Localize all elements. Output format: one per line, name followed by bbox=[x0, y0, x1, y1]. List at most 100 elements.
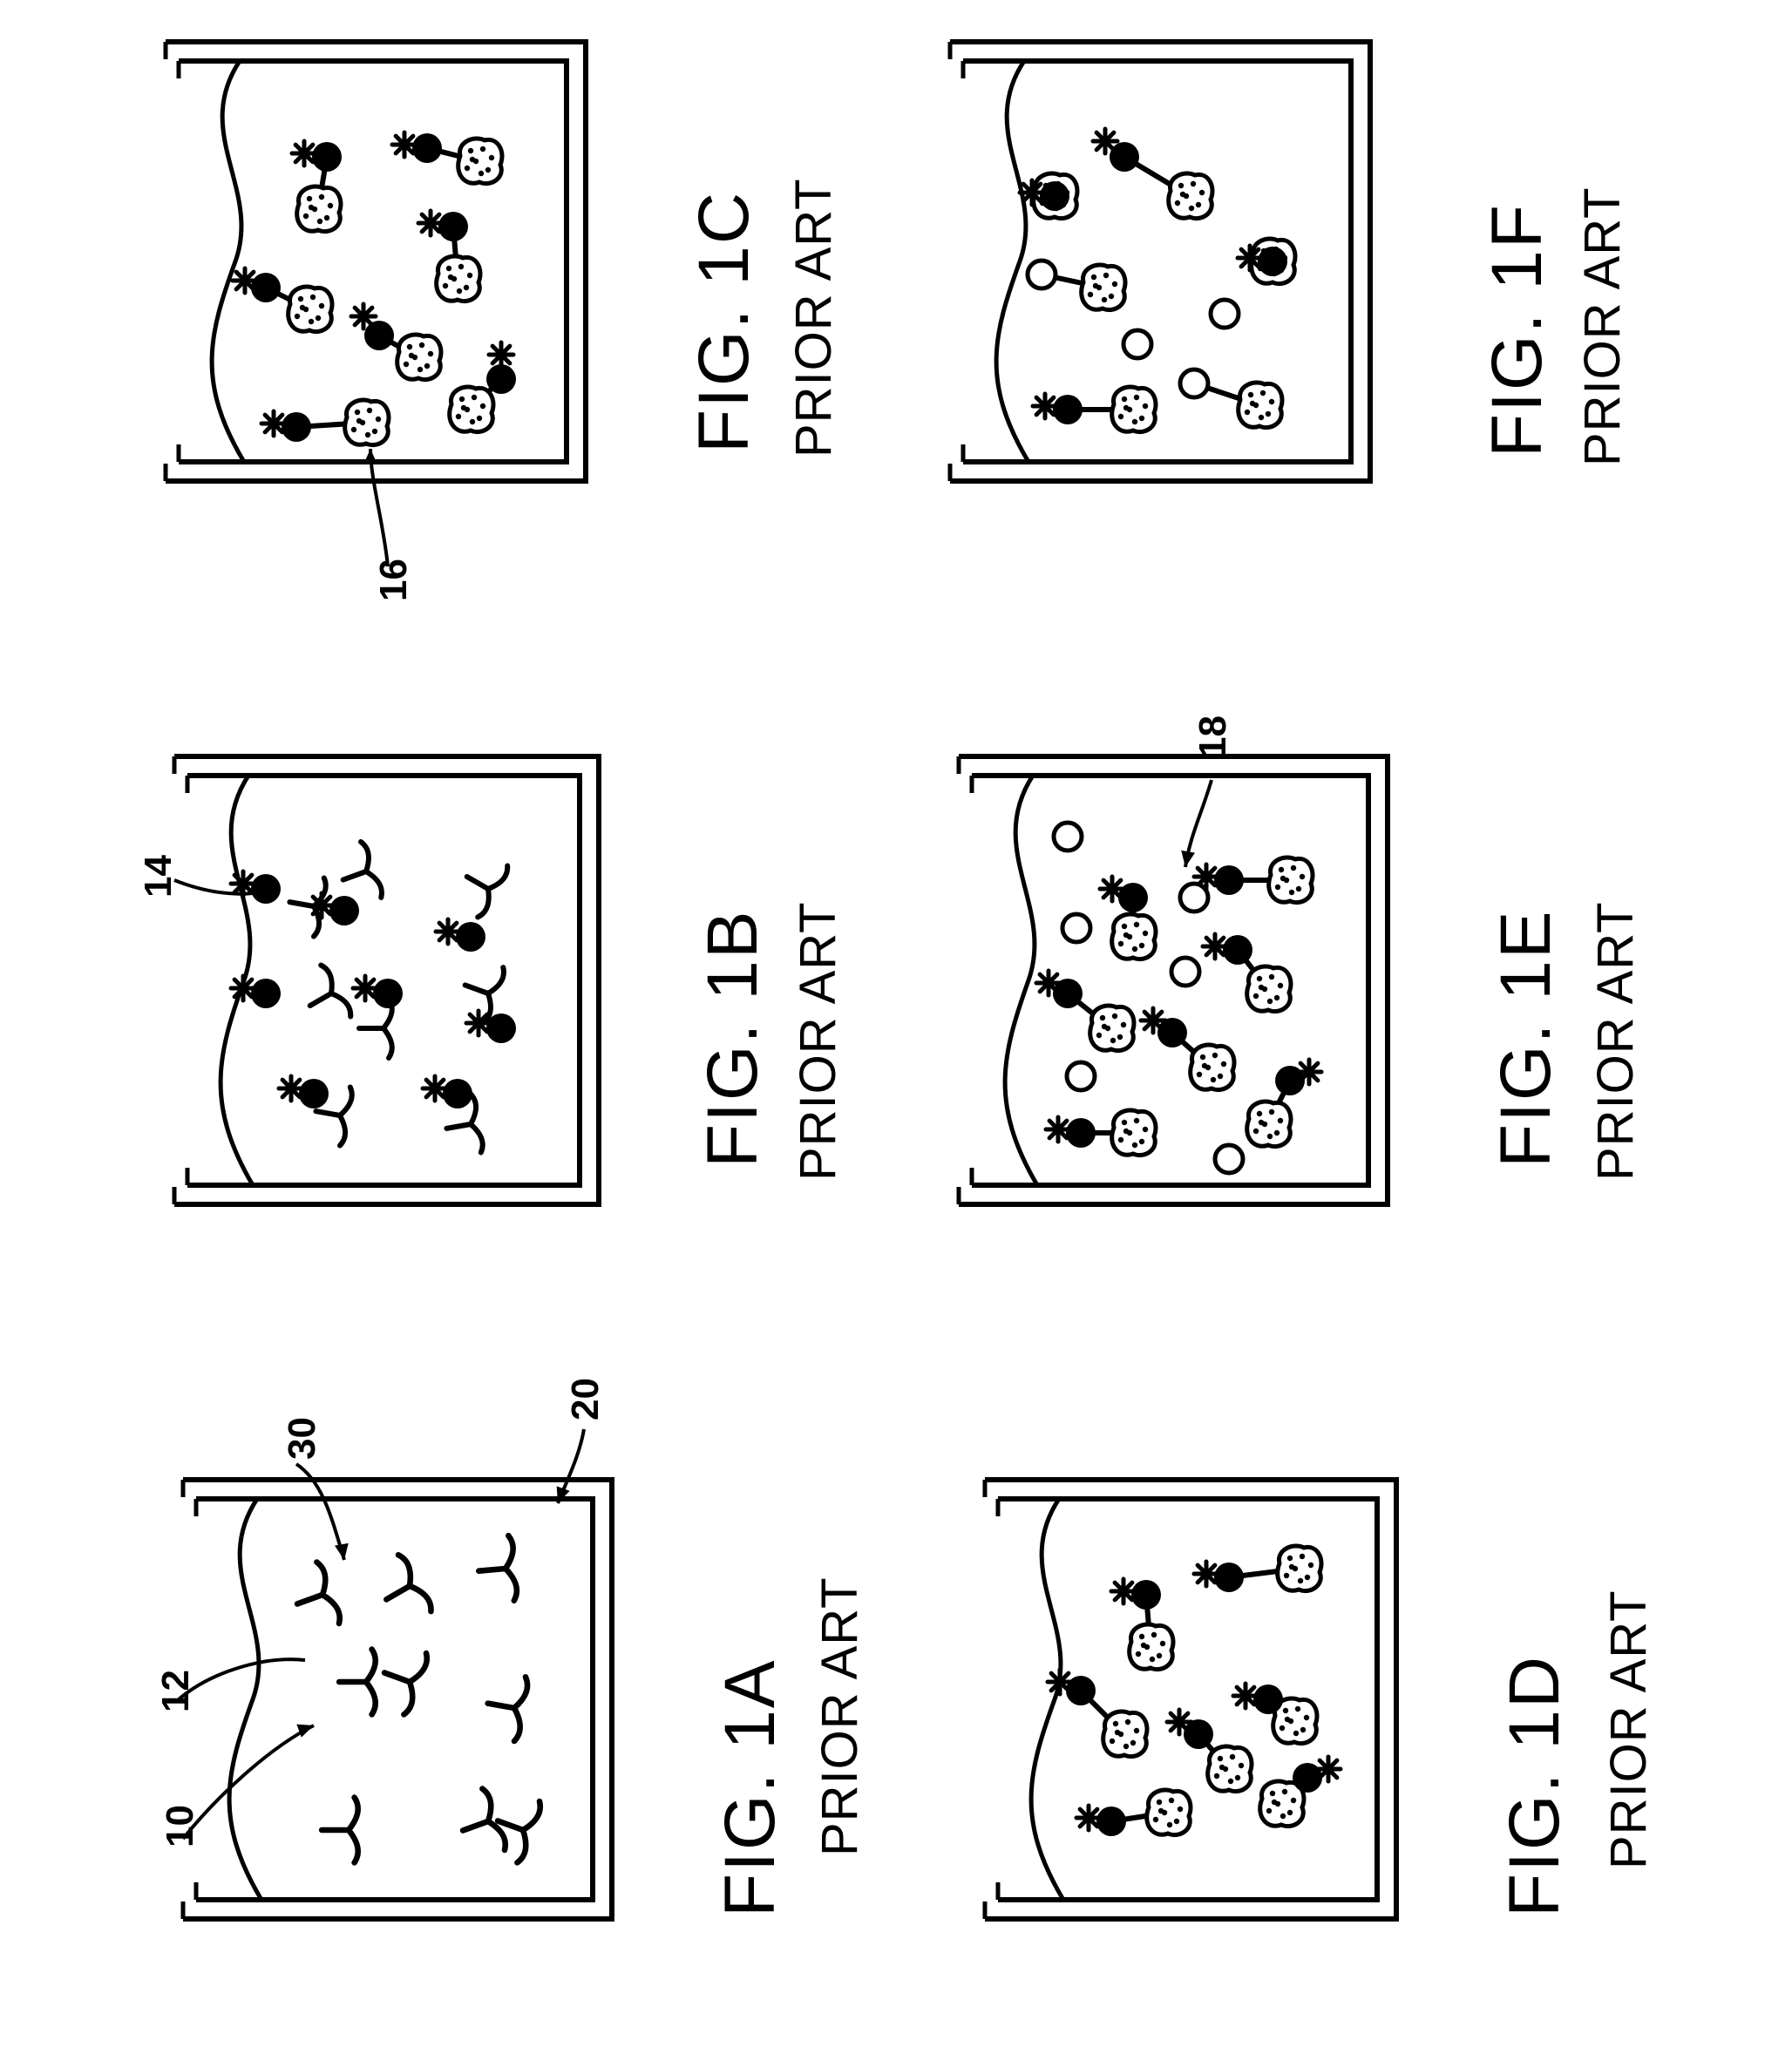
label-asterisk-icon bbox=[1100, 877, 1124, 901]
labeled-antigen-icon bbox=[436, 919, 485, 952]
ref-18: 18 bbox=[1194, 715, 1232, 758]
label-asterisk-icon bbox=[1167, 1710, 1191, 1734]
labeled-antigen-icon bbox=[261, 411, 311, 442]
label-asterisk-icon bbox=[279, 1076, 303, 1101]
fig-1b-subtitle: PRIOR ART bbox=[793, 901, 844, 1181]
leader-line bbox=[370, 449, 388, 566]
fig-1c-subtitle: PRIOR ART bbox=[789, 178, 839, 458]
sample-antigen-icon bbox=[450, 387, 493, 432]
unlabeled-bead-icon bbox=[1067, 1062, 1095, 1090]
sample-antigen-icon bbox=[1247, 966, 1291, 1012]
bound-complex-icon bbox=[261, 400, 389, 445]
labeled-antigen-icon bbox=[1093, 129, 1139, 172]
labeled-antigen-icon bbox=[392, 132, 442, 163]
labeled-antigen-icon bbox=[423, 1076, 472, 1108]
label-asterisk-icon bbox=[1203, 934, 1227, 959]
ref-14: 14 bbox=[139, 855, 178, 898]
label-asterisk-icon bbox=[418, 211, 443, 235]
arrowhead bbox=[551, 1486, 569, 1505]
bound-complex-icon bbox=[450, 342, 516, 432]
bound-complex-icon bbox=[1033, 387, 1156, 432]
sample-antigen-icon bbox=[1103, 1712, 1147, 1757]
sample-antigen-icon bbox=[1130, 1624, 1173, 1670]
well-outer-wall bbox=[950, 42, 1370, 481]
liquid-surface bbox=[1031, 1499, 1063, 1900]
ref-30: 30 bbox=[283, 1417, 322, 1460]
label-asterisk-icon bbox=[1048, 1670, 1072, 1694]
label-asterisk-icon bbox=[309, 893, 334, 918]
fig-1e-well bbox=[959, 756, 1388, 1204]
unlabeled-bead-icon bbox=[1211, 300, 1239, 328]
label-asterisk-icon bbox=[1093, 129, 1117, 153]
sample-antigen-icon bbox=[297, 186, 341, 232]
ref-12: 12 bbox=[157, 1670, 195, 1712]
label-asterisk-icon bbox=[392, 132, 417, 157]
fig-1f-title: FIG. 1F bbox=[1482, 203, 1553, 458]
fig-1b-title: FIG. 1B bbox=[697, 909, 769, 1168]
bound-complex-icon bbox=[1046, 1110, 1156, 1156]
sample-antigen-icon bbox=[1147, 1790, 1191, 1835]
antibody-icon bbox=[339, 1650, 376, 1715]
sample-antigen-icon bbox=[1269, 858, 1313, 903]
unlabeled-bead-icon bbox=[1180, 369, 1208, 397]
bound-complex-icon bbox=[1036, 971, 1134, 1051]
label-asterisk-icon bbox=[1076, 1806, 1101, 1830]
label-asterisk-icon bbox=[353, 976, 377, 1000]
fig-1f-subtitle: PRIOR ART bbox=[1578, 186, 1628, 466]
fig-1e-title: FIG. 1E bbox=[1490, 909, 1562, 1168]
label-asterisk-icon bbox=[1111, 1579, 1136, 1603]
unlabeled-bead-icon bbox=[1171, 958, 1199, 986]
label-asterisk-icon bbox=[1046, 1117, 1070, 1142]
labeled-antigen-icon bbox=[1141, 1008, 1187, 1047]
labeled-antigen-icon bbox=[1111, 1579, 1161, 1610]
label-asterisk-icon bbox=[489, 342, 513, 367]
labeled-antigen-icon bbox=[353, 976, 403, 1008]
label-asterisk-icon bbox=[1233, 1684, 1258, 1708]
labeled-antigen-icon bbox=[292, 141, 342, 172]
labeled-antigen-icon bbox=[1033, 394, 1083, 424]
unlabeled-bead-icon bbox=[1062, 914, 1090, 942]
unlabeled-bead-icon bbox=[1028, 261, 1056, 288]
fig-1b-well bbox=[174, 756, 599, 1204]
ref-10: 10 bbox=[161, 1805, 200, 1847]
label-asterisk-icon bbox=[231, 976, 255, 1000]
labeled-antigen-icon bbox=[1167, 1710, 1213, 1749]
bound-complex-icon bbox=[392, 132, 502, 184]
label-asterisk-icon bbox=[1297, 1060, 1321, 1084]
sample-antigen-icon bbox=[458, 139, 502, 184]
sample-antigen-icon bbox=[1112, 1110, 1156, 1156]
unlabeled-bead-icon bbox=[1054, 823, 1082, 851]
sample-antigen-icon bbox=[437, 256, 480, 302]
label-asterisk-icon bbox=[351, 304, 376, 329]
label-asterisk-icon bbox=[466, 1011, 491, 1035]
well-outer-wall bbox=[183, 1480, 612, 1919]
bound-complex-icon bbox=[1260, 1757, 1341, 1827]
bead-complex-icon bbox=[1180, 369, 1282, 428]
antibody-icon bbox=[322, 1798, 358, 1863]
antibody-icon bbox=[476, 1535, 518, 1603]
antibody-icon bbox=[452, 851, 511, 919]
sample-antigen-icon bbox=[1090, 1006, 1134, 1051]
ref-16: 16 bbox=[375, 559, 413, 601]
sample-antigen-icon bbox=[1112, 914, 1156, 959]
bound-complex-icon bbox=[351, 304, 441, 380]
sample-antigen-icon bbox=[1082, 265, 1125, 310]
bound-complex-icon bbox=[1203, 934, 1291, 1012]
sample-antigen-icon bbox=[1191, 1045, 1234, 1090]
bound-complex-icon bbox=[1238, 239, 1295, 284]
sample-antigen-icon bbox=[288, 287, 332, 332]
fig-1e-subtitle: PRIOR ART bbox=[1591, 901, 1641, 1181]
label-asterisk-icon bbox=[1238, 246, 1262, 270]
bead-complex-icon bbox=[1028, 261, 1125, 310]
sample-antigen-icon bbox=[1112, 387, 1156, 432]
fig-1c-title: FIG. 1C bbox=[689, 191, 760, 453]
ref-20: 20 bbox=[567, 1378, 605, 1420]
labeled-antigen-icon bbox=[233, 268, 281, 302]
sample-antigen-icon bbox=[397, 335, 441, 380]
labeled-antigen-icon bbox=[418, 211, 468, 241]
label-asterisk-icon bbox=[1141, 1008, 1165, 1033]
fig-1a-subtitle: PRIOR ART bbox=[815, 1576, 865, 1856]
labeled-antigen-icon bbox=[1275, 1060, 1321, 1095]
liquid-surface bbox=[229, 1499, 261, 1900]
